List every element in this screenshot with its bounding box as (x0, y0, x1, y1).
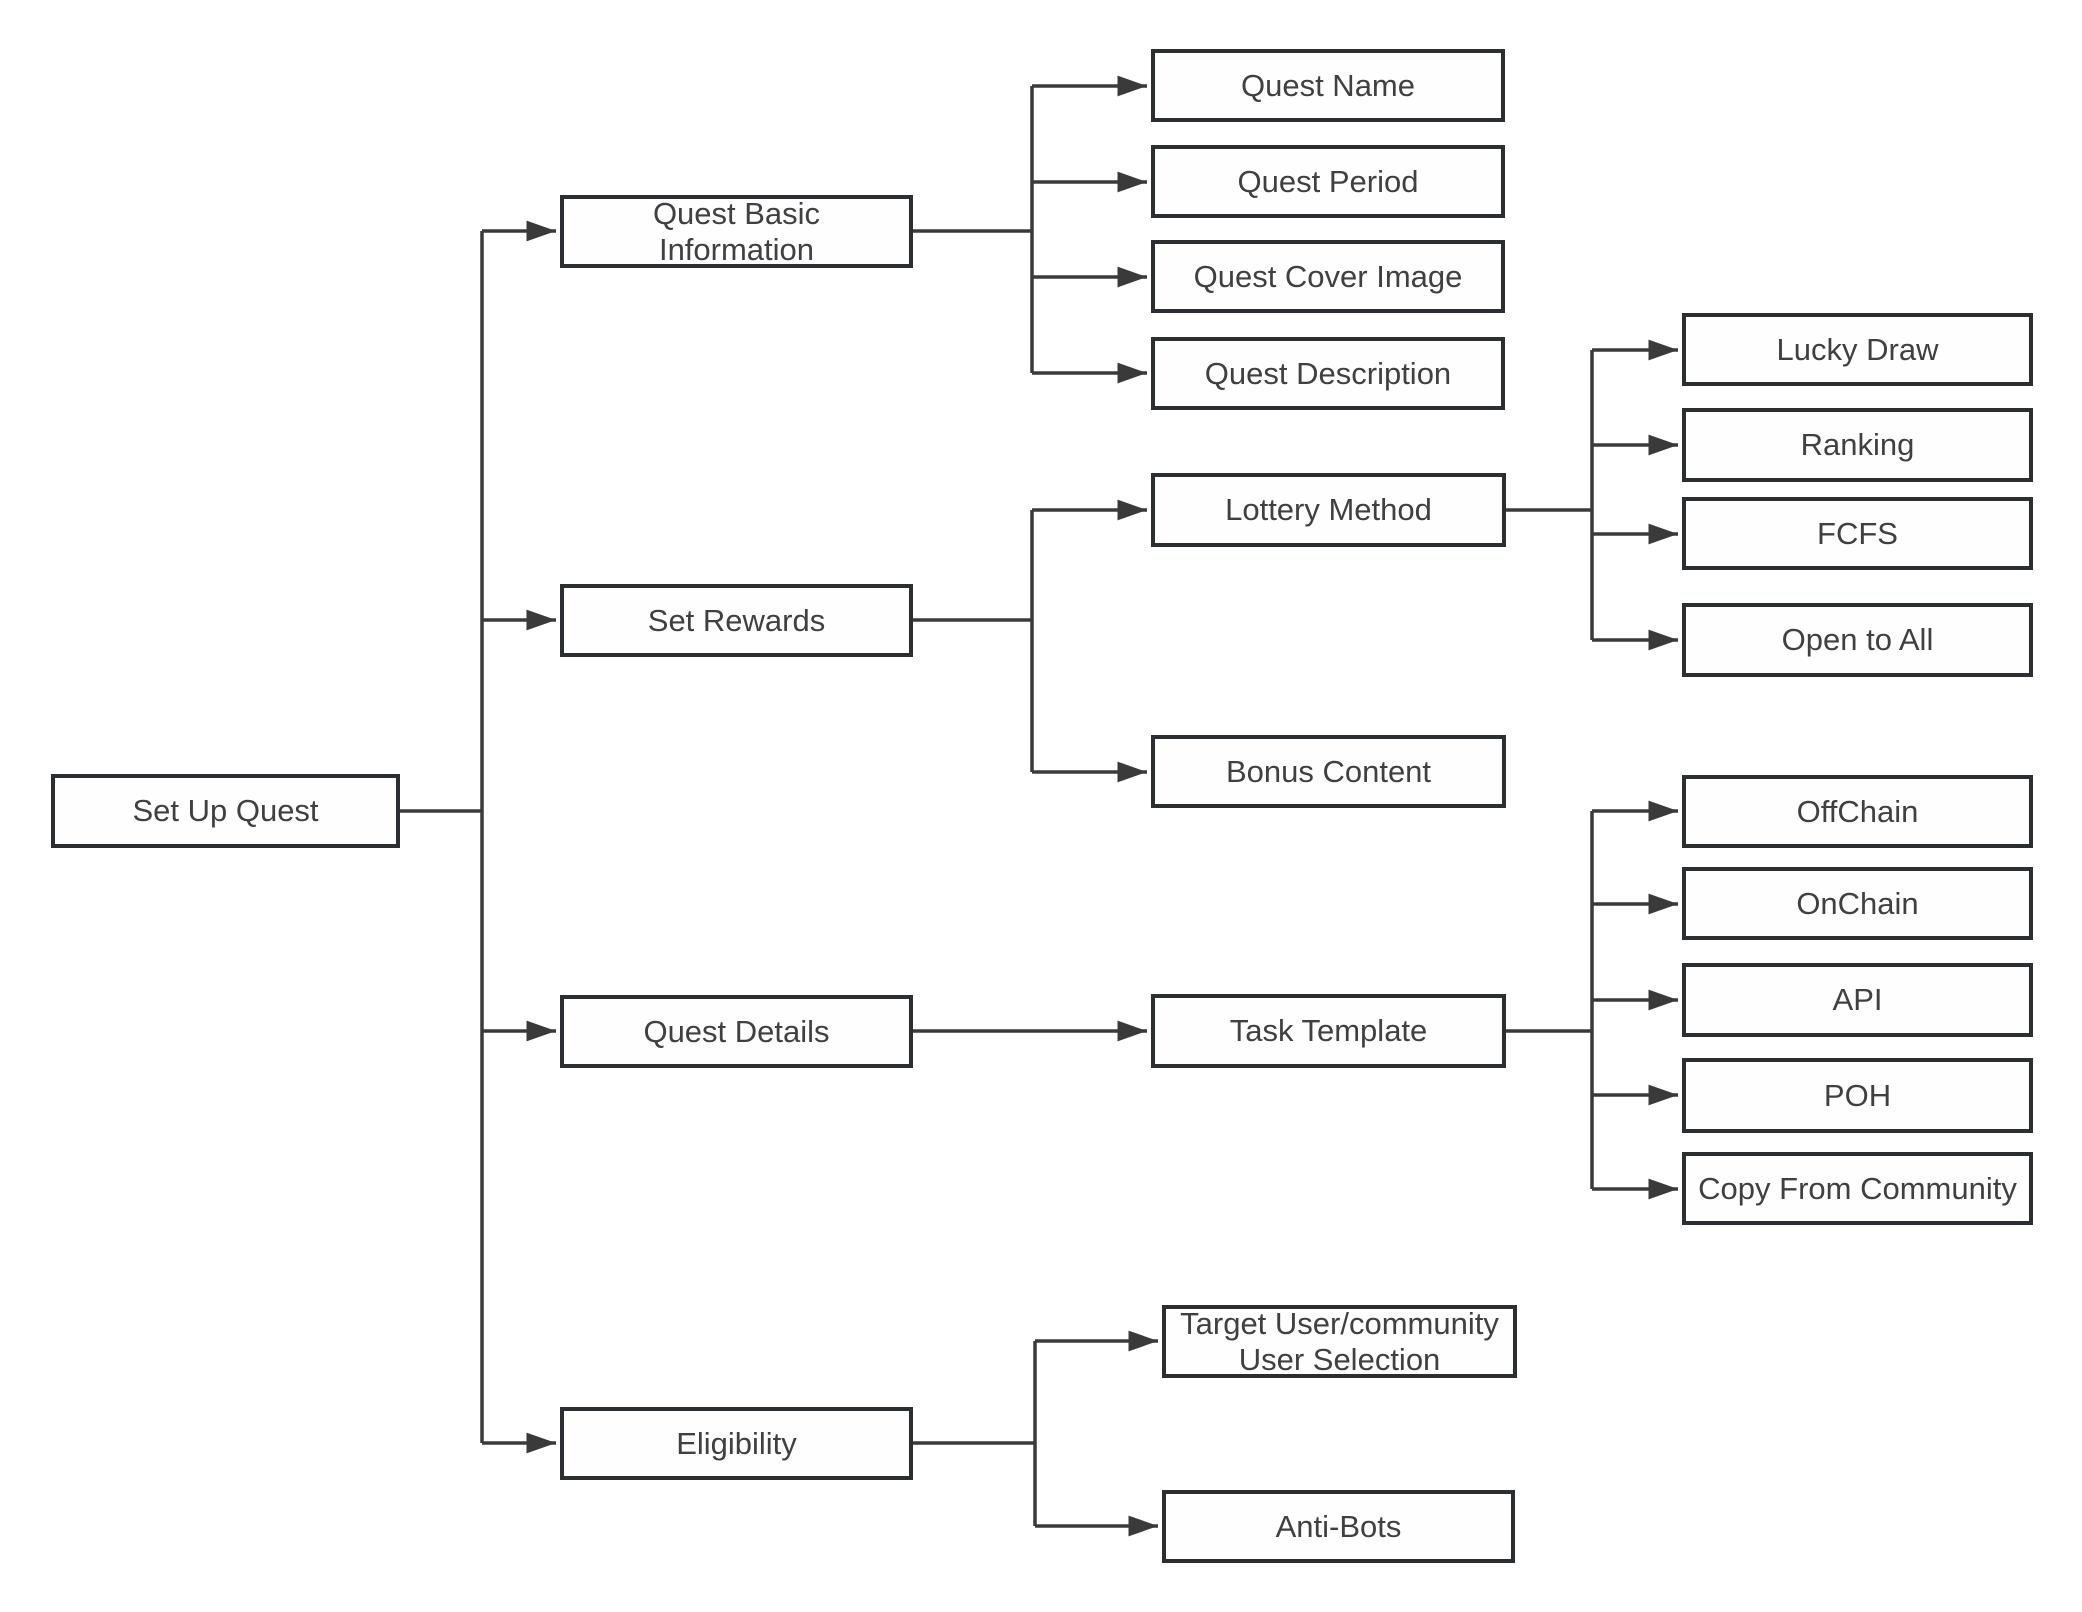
node-label: Lucky Draw (1776, 331, 1939, 367)
node-label: Quest Name (1240, 67, 1415, 103)
node-fcfs: FCFS (1682, 497, 2033, 570)
node-quest-description: Quest Description (1151, 337, 1505, 410)
node-label: Lottery Method (1225, 492, 1432, 528)
node-quest-name: Quest Name (1151, 49, 1505, 122)
node-lucky-draw: Lucky Draw (1682, 313, 2033, 386)
node-label: Set Rewards (647, 602, 826, 638)
node-set-up-quest: Set Up Quest (51, 774, 400, 848)
node-label: Eligibility (676, 1425, 797, 1461)
node-label: Copy From Community (1698, 1170, 2017, 1206)
node-label: Target User/community User Selection (1180, 1305, 1499, 1377)
node-label: Quest Basic Information (652, 195, 821, 267)
node-set-rewards: Set Rewards (560, 584, 913, 657)
node-anti-bots: Anti-Bots (1162, 1490, 1515, 1563)
node-label: Quest Cover Image (1193, 258, 1463, 294)
node-quest-details: Quest Details (560, 995, 913, 1068)
node-label: Anti-Bots (1275, 1508, 1402, 1544)
node-offchain: OffChain (1682, 775, 2033, 848)
node-label: Bonus Content (1225, 753, 1432, 789)
node-eligibility: Eligibility (560, 1407, 913, 1480)
node-label: Ranking (1800, 427, 1915, 463)
node-label: POH (1823, 1077, 1892, 1113)
node-task-template: Task Template (1151, 994, 1506, 1068)
node-label: OffChain (1796, 793, 1919, 829)
node-quest-basic-information: Quest Basic Information (560, 195, 913, 268)
node-label: FCFS (1817, 515, 1898, 551)
node-poh: POH (1682, 1058, 2033, 1133)
node-label: OnChain (1796, 885, 1919, 921)
node-quest-period: Quest Period (1151, 145, 1505, 218)
node-label: API (1832, 982, 1883, 1018)
node-bonus-content: Bonus Content (1151, 735, 1506, 808)
node-label: Quest Details (643, 1013, 830, 1049)
node-open-to-all: Open to All (1682, 603, 2033, 677)
node-label: Task Template (1229, 1013, 1428, 1049)
node-copy-from-community: Copy From Community (1682, 1152, 2033, 1225)
node-target-user-community-user-selection: Target User/community User Selection (1162, 1305, 1517, 1378)
node-onchain: OnChain (1682, 867, 2033, 940)
node-ranking: Ranking (1682, 408, 2033, 482)
node-quest-cover-image: Quest Cover Image (1151, 240, 1505, 313)
node-api: API (1682, 963, 2033, 1037)
node-label: Quest Period (1237, 163, 1419, 199)
node-lottery-method: Lottery Method (1151, 473, 1506, 547)
node-label: Set Up Quest (132, 793, 319, 829)
node-label: Open to All (1781, 622, 1934, 658)
node-label: Quest Description (1204, 355, 1452, 391)
